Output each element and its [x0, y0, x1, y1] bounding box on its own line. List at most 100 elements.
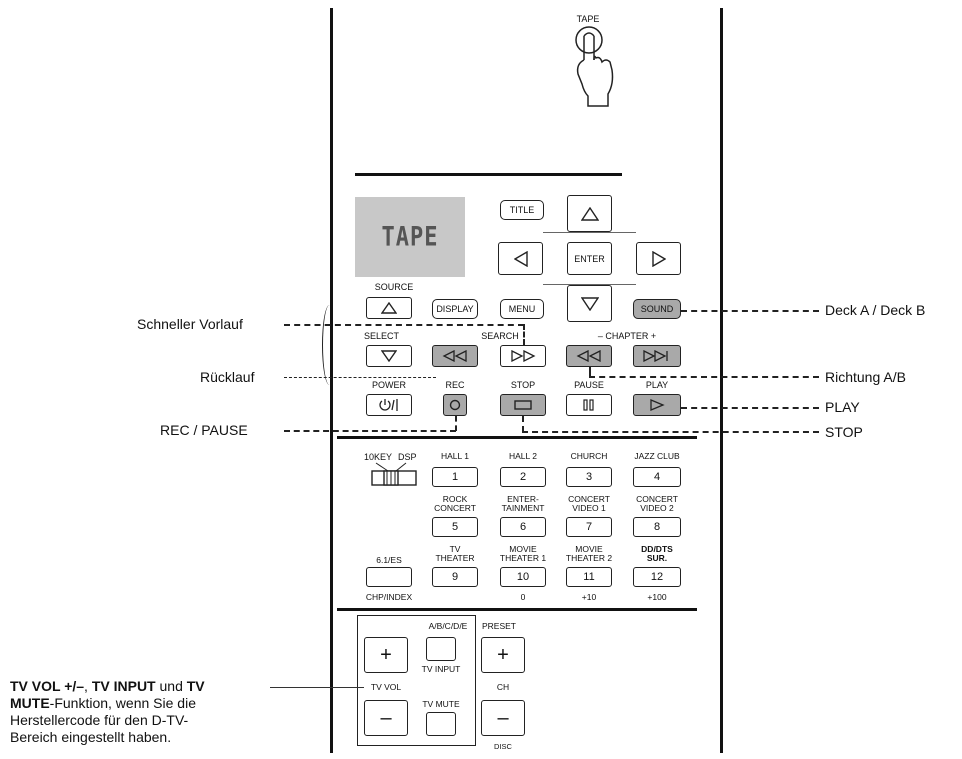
- sf9-num: 9: [451, 571, 459, 583]
- select-label: SELECT: [364, 331, 400, 341]
- rec-button[interactable]: [443, 394, 467, 416]
- search-rewind-button[interactable]: [432, 345, 478, 367]
- chapter-label: – CHAPTER +: [597, 331, 657, 341]
- title-button[interactable]: TITLE: [500, 200, 544, 220]
- pause-label: PAUSE: [574, 380, 604, 390]
- sf4-label: JAZZ CLUB: [634, 451, 680, 461]
- source-label: SOURCE: [374, 282, 414, 292]
- tv-control-box: [357, 615, 476, 746]
- play-button[interactable]: [633, 394, 681, 416]
- sf3-num: 3: [585, 471, 593, 483]
- ch-label: CH: [496, 682, 510, 692]
- source-down-button[interactable]: [366, 345, 412, 367]
- display-button[interactable]: DISPLAY: [432, 299, 478, 319]
- tenkey-dsp-switch[interactable]: [366, 462, 422, 488]
- sf7-button[interactable]: 7: [566, 517, 612, 537]
- chapter-prev-button[interactable]: [566, 345, 612, 367]
- sf1-num: 1: [451, 471, 459, 483]
- sf6-label: ENTER- TAINMENT: [501, 494, 545, 513]
- sub-label-10: +10: [581, 592, 597, 602]
- sound-button[interactable]: SOUND: [633, 299, 681, 319]
- cursor-up-button[interactable]: [567, 195, 612, 232]
- sf13-button[interactable]: [366, 567, 412, 587]
- sf8-button[interactable]: 8: [633, 517, 681, 537]
- leader-stop-up: [522, 416, 524, 432]
- callout-fast-forward: Schneller Vorlauf: [137, 316, 243, 332]
- stop-button[interactable]: [500, 394, 546, 416]
- triangle-up-icon: [580, 206, 599, 221]
- tv-input-button[interactable]: [426, 637, 456, 661]
- play-icon: [650, 399, 665, 411]
- triangle-down-icon: [580, 296, 599, 311]
- sf11-label: MOVIE THEATER 2: [565, 544, 613, 563]
- power-button[interactable]: [366, 394, 412, 416]
- sub-label-100: +100: [647, 592, 667, 602]
- sf6-button[interactable]: 6: [500, 517, 546, 537]
- sf2-button[interactable]: 2: [500, 467, 546, 487]
- tv-note-line3: Herstellercode für den D-TV-: [10, 712, 189, 728]
- source-display: TAPE: [355, 197, 465, 277]
- sf9-button[interactable]: 9: [432, 567, 478, 587]
- tv-vol-up-button[interactable]: +: [364, 637, 408, 673]
- pause-button[interactable]: [566, 394, 612, 416]
- stop-icon: [514, 400, 532, 410]
- cursor-cross-connector: [543, 232, 636, 285]
- sf4-button[interactable]: 4: [633, 467, 681, 487]
- sf1-button[interactable]: 1: [432, 467, 478, 487]
- separator-top: [355, 173, 622, 176]
- sf8-num: 8: [653, 521, 661, 533]
- sound-label: SOUND: [640, 304, 674, 314]
- search-forward-button[interactable]: [500, 345, 546, 367]
- sf13-label: 6.1/ES: [376, 555, 402, 565]
- cursor-left-button[interactable]: [498, 242, 543, 275]
- cursor-down-button[interactable]: [567, 285, 612, 322]
- remote-right-edge: [720, 8, 723, 753]
- tv-mute-button[interactable]: [426, 712, 456, 736]
- triangle-up-icon: [381, 302, 397, 314]
- triangle-right-icon: [651, 250, 666, 267]
- fast-forward-icon: [511, 350, 536, 362]
- dsp-label: DSP: [398, 452, 417, 462]
- tv-note-rest1: -Funktion, wenn Sie die: [49, 695, 196, 711]
- callout-rewind: Rücklauf: [200, 369, 255, 385]
- callout-direction: Richtung A/B: [825, 369, 906, 385]
- triangle-left-icon: [513, 250, 528, 267]
- tv-note-sep1: ,: [84, 678, 92, 694]
- sf5-button[interactable]: 5: [432, 517, 478, 537]
- separator-mid: [337, 436, 697, 439]
- search-label: SEARCH: [481, 331, 519, 341]
- menu-button[interactable]: MENU: [500, 299, 544, 319]
- leader-rewind: [284, 377, 436, 378]
- tv-note-bold-mute: MUTE: [10, 695, 50, 711]
- cursor-right-button[interactable]: [636, 242, 681, 275]
- enter-button[interactable]: ENTER: [567, 242, 612, 275]
- sf3-button[interactable]: 3: [566, 467, 612, 487]
- sf5-label: ROCK CONCERT: [434, 494, 476, 513]
- leader-stop: [522, 431, 819, 433]
- source-up-button[interactable]: [366, 297, 412, 319]
- callout-deck: Deck A / Deck B: [825, 302, 926, 318]
- sub-label-0: 0: [520, 592, 526, 602]
- rec-label: REC: [445, 380, 465, 390]
- preset-label: PRESET: [481, 621, 516, 631]
- sf11-num: 11: [583, 571, 595, 583]
- tv-note-line4: Bereich eingestellt haben.: [10, 729, 172, 745]
- ch-down-button[interactable]: –: [481, 700, 525, 736]
- pause-icon: [583, 399, 594, 411]
- tv-vol-down-button[interactable]: –: [364, 700, 408, 736]
- sf12-button[interactable]: 12: [633, 567, 681, 587]
- abcde-label: A/B/C/D/E: [428, 621, 468, 631]
- source-display-text: TAPE: [381, 222, 439, 252]
- leader-fast-forward-drop: [523, 324, 525, 345]
- sf10-button[interactable]: 10: [500, 567, 546, 587]
- rewind-icon: [576, 350, 601, 362]
- power-icon: [379, 399, 398, 411]
- leader-direction-up: [589, 367, 591, 377]
- sf5-num: 5: [451, 521, 459, 533]
- skip-forward-icon: [643, 350, 668, 362]
- tv-note-sep2: und: [155, 678, 187, 694]
- chapter-next-button[interactable]: [633, 345, 681, 367]
- sf11-button[interactable]: 11: [566, 567, 612, 587]
- ch-up-button[interactable]: +: [481, 637, 525, 673]
- callout-play: PLAY: [825, 399, 860, 415]
